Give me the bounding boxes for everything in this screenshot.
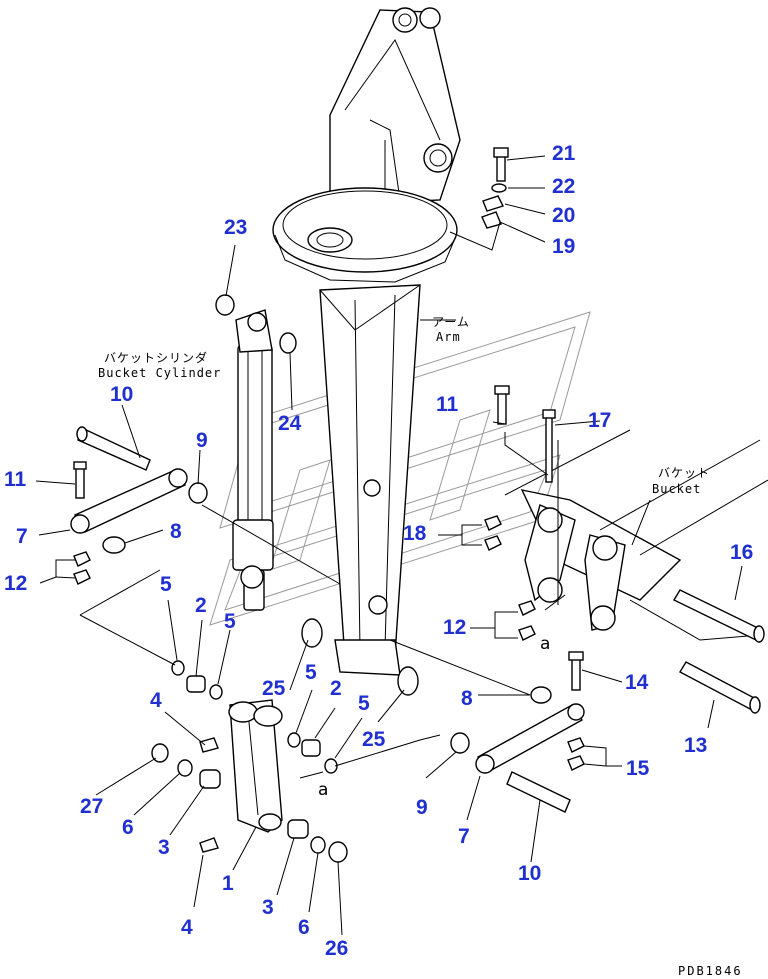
bushings [151, 294, 419, 863]
callout-25-right: 25 [362, 728, 386, 751]
callout-25-left: 25 [262, 677, 286, 700]
callout-8-lower: 8 [461, 687, 473, 710]
bucket-label-jp: バケット [658, 466, 710, 480]
callout-4-lower: 4 [181, 916, 193, 939]
callout-11-right: 11 [436, 393, 459, 416]
callout-5-b: 5 [224, 610, 236, 633]
callout-20: 20 [552, 204, 575, 227]
callout-9-lower: 9 [416, 796, 428, 819]
callout-numbers: 21 22 20 19 23 24 10 11 7 12 8 9 11 17 1… [4, 142, 753, 960]
leader-lines [35, 155, 743, 936]
callout-12-left: 12 [4, 572, 27, 595]
callout-2-upper: 2 [195, 594, 207, 617]
callout-9-upper: 9 [196, 429, 208, 452]
bucket [484, 385, 768, 714]
callout-18: 18 [403, 522, 427, 545]
reference-a-left: a [318, 780, 328, 800]
bucket-cylinder-label-jp: バケットシリンダ [104, 350, 208, 365]
callout-21: 21 [552, 142, 576, 165]
callout-4-upper: 4 [150, 689, 162, 712]
callout-22: 22 [552, 175, 575, 198]
callout-2-lower: 2 [330, 677, 342, 700]
callout-6-left: 6 [122, 816, 134, 839]
callout-5-d: 5 [358, 692, 370, 715]
callout-5-a: 5 [160, 573, 172, 596]
callout-5-c: 5 [305, 661, 317, 684]
arm-assembly [272, 7, 461, 676]
callout-3-right: 3 [262, 896, 274, 919]
callout-24: 24 [278, 412, 302, 435]
drawing-code: PDB1846 [678, 964, 743, 978]
callout-12-right: 12 [443, 616, 466, 639]
callout-10-lower: 10 [518, 862, 541, 885]
bucket-cylinder [232, 309, 274, 611]
callout-8-upper: 8 [170, 520, 182, 543]
callout-16: 16 [730, 541, 753, 564]
link-7-left [70, 426, 208, 585]
link-7-right [450, 651, 585, 813]
component-labels: バケットシリンダ Bucket Cylinder アーム Arm バケット Bu… [98, 315, 743, 978]
callout-10-upper: 10 [110, 383, 133, 406]
bucket-label-en: Bucket [652, 482, 701, 496]
callout-15: 15 [626, 757, 650, 780]
bucket-cylinder-label-en: Bucket Cylinder [98, 366, 221, 380]
arm-label-en: Arm [436, 330, 461, 344]
small-parts-top [481, 147, 509, 229]
callout-13: 13 [684, 734, 707, 757]
callout-17: 17 [588, 409, 611, 432]
callout-7-lower: 7 [458, 825, 470, 848]
callout-23: 23 [224, 216, 247, 239]
callout-11-left: 11 [4, 468, 27, 491]
callout-27: 27 [80, 795, 103, 818]
callout-3-left: 3 [158, 836, 170, 859]
link-1 [228, 699, 283, 833]
arm-label-jp: アーム [432, 315, 470, 329]
callout-14: 14 [625, 671, 649, 694]
callout-6-right: 6 [298, 916, 310, 939]
callout-19: 19 [552, 235, 575, 258]
callout-7-upper: 7 [16, 525, 28, 548]
callout-1: 1 [222, 872, 234, 895]
callout-26: 26 [325, 937, 348, 960]
reference-a-right: a [540, 634, 550, 654]
